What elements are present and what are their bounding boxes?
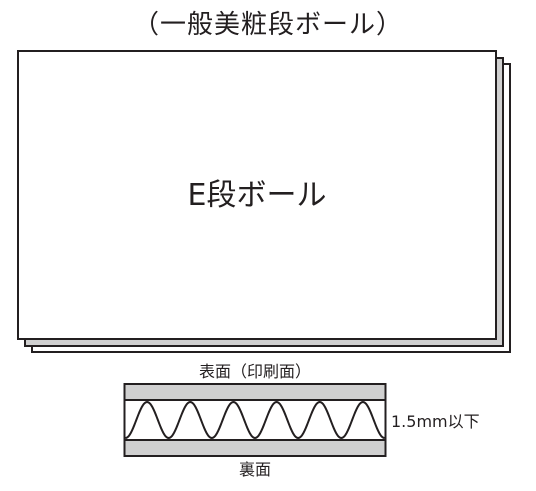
cross-section-diagram (123, 383, 387, 457)
board-type-label: E段ボール (187, 178, 327, 213)
top-liner (123, 383, 387, 401)
corrugated-flute (125, 400, 385, 440)
diagram-title: （一般美粧段ボール） (132, 10, 403, 40)
board-sheet-front (17, 50, 497, 340)
front-surface-label: 表面（印刷面） (198, 362, 311, 381)
back-surface-label: 裏面 (238, 460, 271, 479)
bottom-liner (123, 439, 387, 457)
thickness-label: 1.5mm以下 (391, 412, 480, 431)
